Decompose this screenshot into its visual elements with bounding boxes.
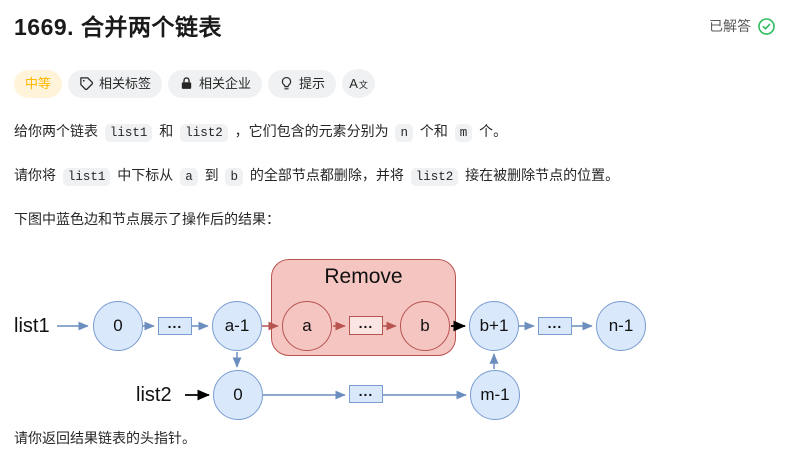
description-paragraph: 下图中蓝色边和节点展示了操作后的结果： — [14, 208, 776, 230]
node-b+1: b+1 — [469, 301, 519, 352]
text-segment: 个。 — [475, 123, 508, 139]
inline-code: list2 — [180, 124, 228, 142]
node-m-1: m-1 — [470, 370, 520, 421]
problem-description: 给你两个链表 list1 和 list2 ，它们包含的元素分别为 n 个和 m … — [14, 120, 776, 230]
text-segment: 中下标从 — [113, 167, 178, 183]
list2-label: list2 — [136, 384, 172, 407]
tag-icon — [80, 77, 94, 91]
node-n-1: n-1 — [596, 301, 646, 352]
related-companies-label: 相关企业 — [199, 76, 252, 91]
lightbulb-icon — [281, 76, 292, 90]
related-tags-label: 相关标签 — [99, 76, 152, 91]
hint-button[interactable]: 提示 — [268, 69, 337, 98]
inline-code: list2 — [410, 168, 459, 186]
related-tags-button[interactable]: 相关标签 — [68, 69, 163, 98]
description-paragraph: 请你返回结果链表的头指针。 — [14, 427, 776, 449]
text-segment: 的全部节点都删除，并将 — [246, 167, 408, 183]
description-paragraph: 请你将 list1 中下标从 a 到 b 的全部节点都删除，并将 list2 接… — [14, 164, 776, 187]
check-circle-icon — [758, 17, 775, 35]
diagram-arrows — [57, 320, 593, 401]
node-b: b — [400, 301, 450, 352]
text-segment: 到 — [200, 167, 223, 183]
list1-label: list1 — [14, 315, 50, 338]
remove-label: Remove — [324, 265, 403, 289]
text-segment: 请你返回结果链表的头指针。 — [14, 430, 196, 447]
closing-paragraph: 请你返回结果链表的头指针。 — [14, 427, 776, 449]
related-companies-button[interactable]: 相关企业 — [168, 69, 263, 98]
inline-code: n — [395, 124, 413, 142]
text-segment: 请你将 — [14, 167, 60, 183]
node-remove-dots: ... — [349, 315, 383, 336]
node-list2-dots: ... — [349, 383, 383, 404]
node-list1-dots2: ... — [538, 315, 572, 336]
text-segment: ，它们包含的元素分别为 — [230, 123, 393, 139]
tags-row: 中等 相关标签 相关企业 提示 A文 — [14, 69, 776, 98]
solved-status: 已解答 — [709, 16, 776, 36]
inline-code: list1 — [62, 168, 111, 186]
linked-list-diagram: Remove 0... a-1 a... b b+1... n-1 0... m-1 list1… — [14, 251, 784, 423]
text-segment: 个和 — [416, 123, 452, 139]
solved-label: 已解答 — [709, 18, 751, 34]
node-list2-0: 0 — [213, 370, 263, 421]
node-a-1: a-1 — [212, 301, 262, 352]
text-segment: 接在被删除节点的位置。 — [461, 167, 620, 183]
inline-code: m — [454, 124, 473, 142]
text-segment: 和 — [155, 123, 178, 139]
inline-code: a — [180, 168, 198, 186]
node-a: a — [282, 301, 332, 352]
text-segment: 给你两个链表 — [14, 123, 102, 139]
description-paragraph: 给你两个链表 list1 和 list2 ，它们包含的元素分别为 n 个和 m … — [14, 120, 776, 143]
node-list1-dots1: ... — [158, 315, 192, 336]
translate-icon: A文 — [349, 76, 368, 91]
text-segment: 下图中蓝色边和节点展示了操作后的结果： — [14, 211, 280, 227]
node-list1-0: 0 — [93, 301, 143, 352]
hint-label: 提示 — [299, 76, 326, 91]
inline-code: list1 — [104, 124, 153, 142]
lock-icon — [181, 77, 192, 89]
difficulty-badge[interactable]: 中等 — [14, 69, 63, 98]
page-title: 1669. 合并两个链表 — [14, 14, 222, 40]
inline-code: b — [225, 168, 243, 186]
header: 1669. 合并两个链表 已解答 — [14, 6, 776, 42]
translate-button[interactable]: A文 — [342, 69, 376, 98]
